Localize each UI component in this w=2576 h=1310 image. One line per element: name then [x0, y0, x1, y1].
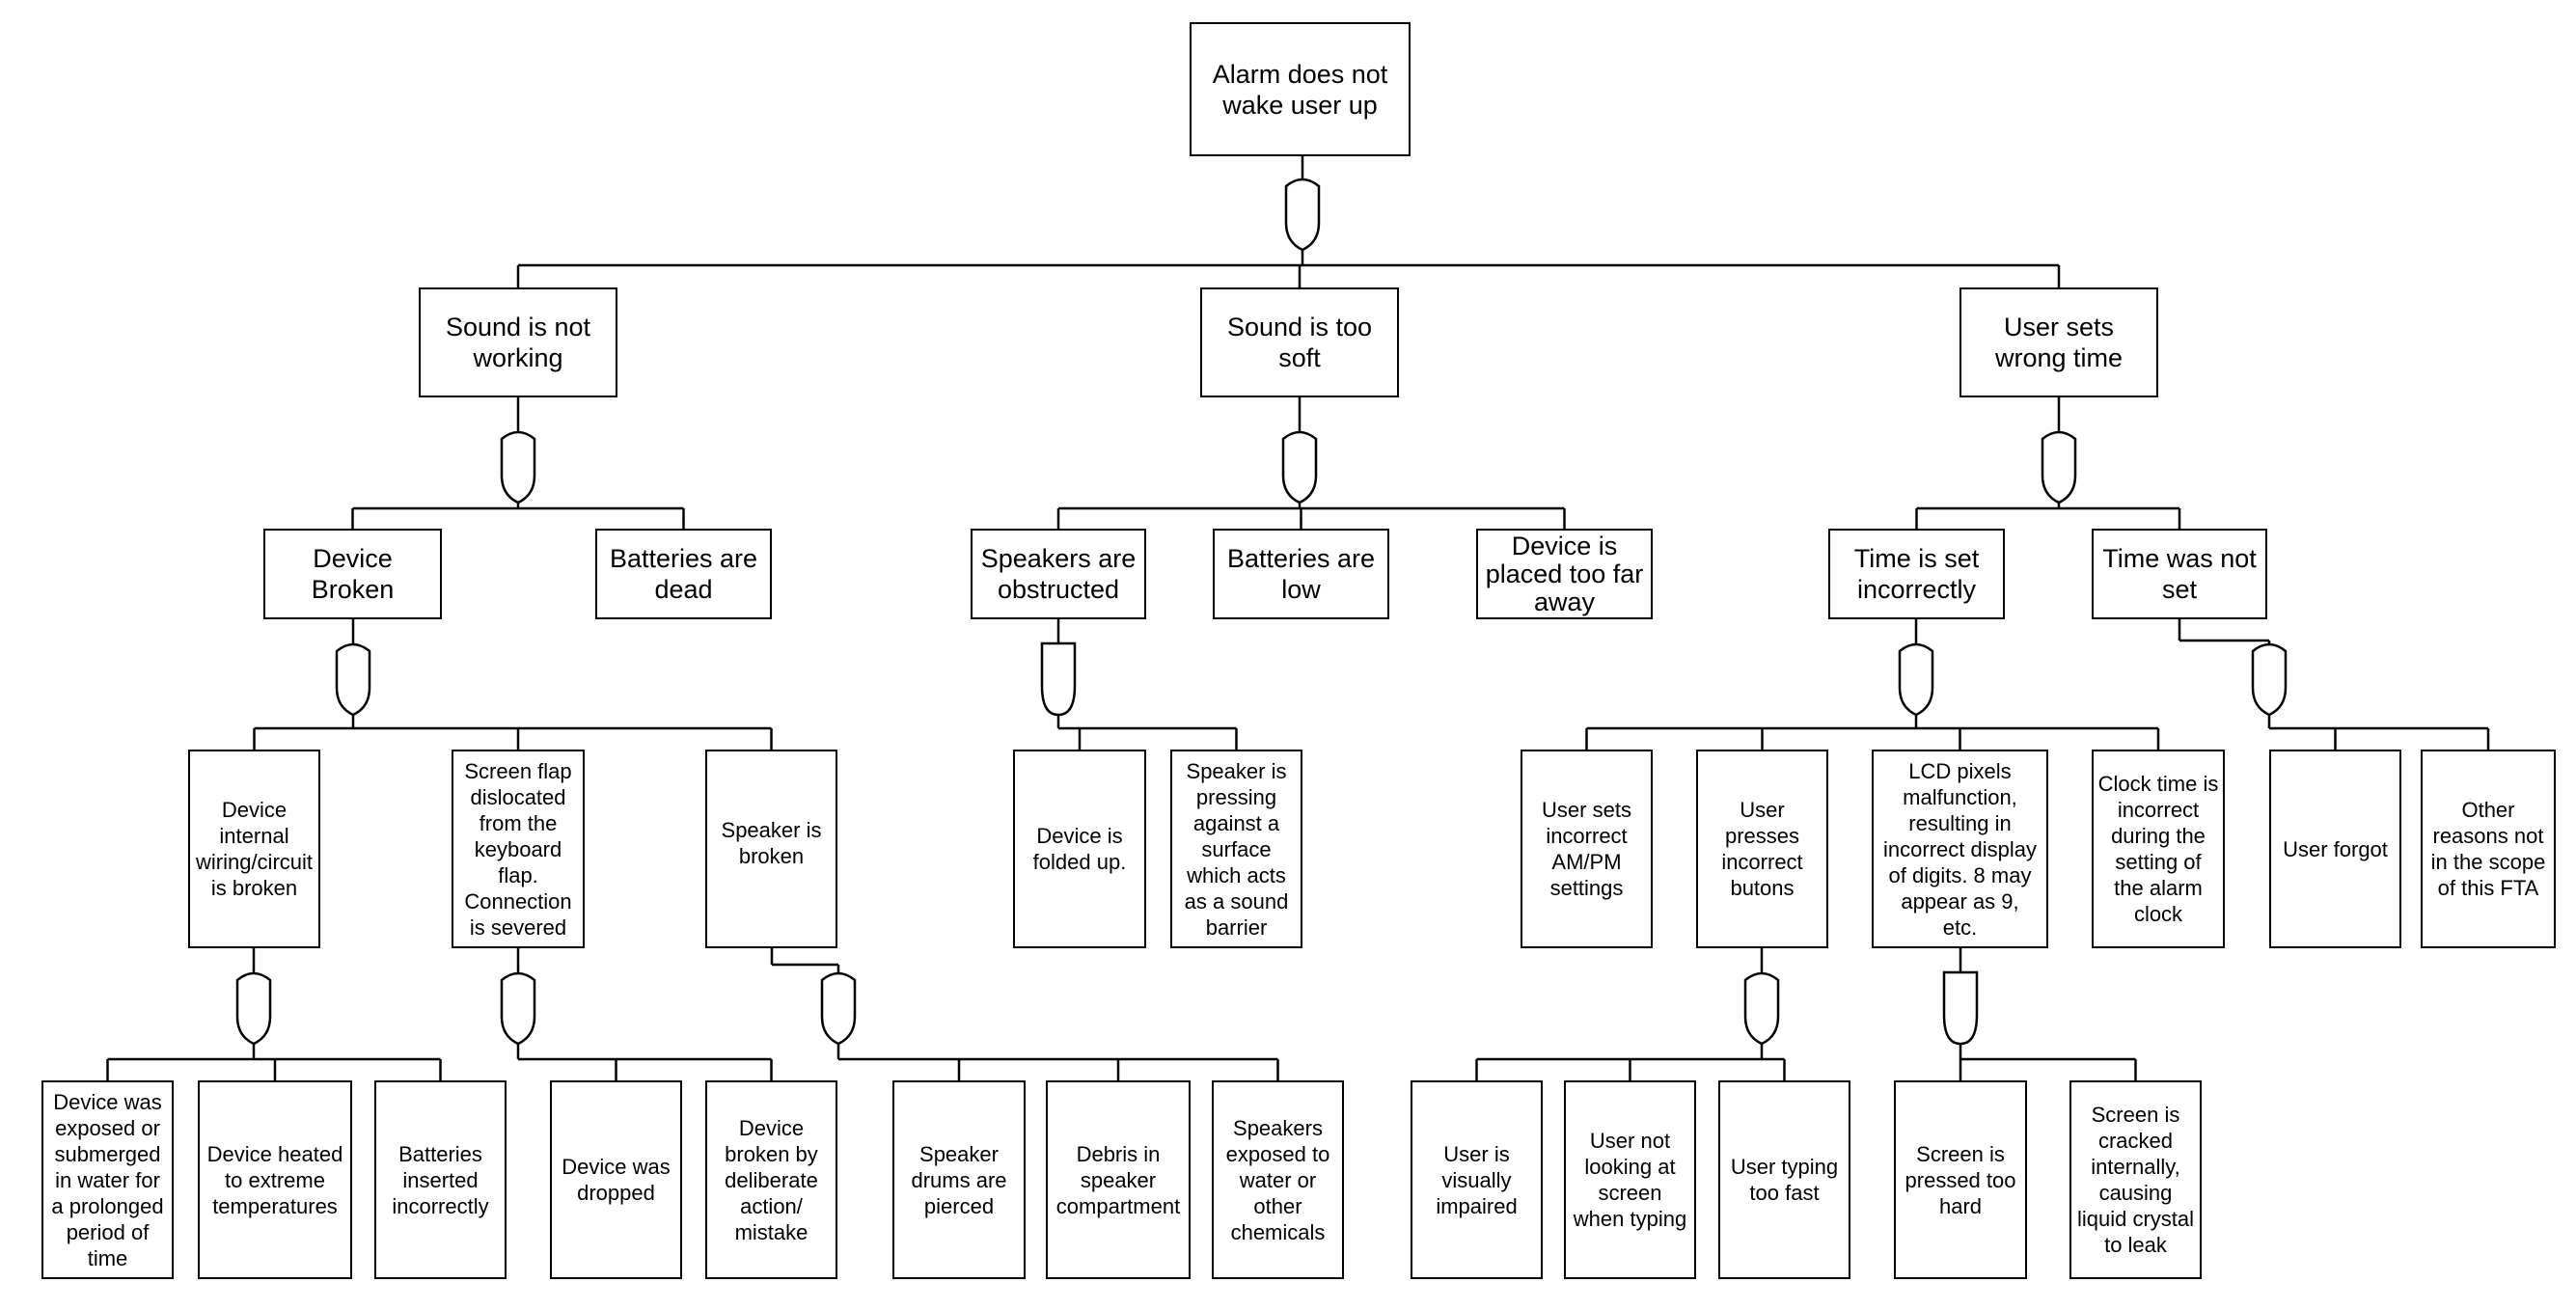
- and-gate-lcd-pixels: [1942, 970, 1979, 1046]
- logic-gates: [235, 177, 2288, 1046]
- event-screen-flap-dislocated: Screen flap dislocated from the keyboard…: [452, 750, 585, 948]
- event-batteries-inserted-incorrectly: Batteries inserted incorrectly: [374, 1080, 507, 1279]
- event-device-exposed-to-water: Device was exposed or submerged in water…: [41, 1080, 174, 1279]
- or-gate-time-not-set: [2251, 642, 2288, 717]
- and-gate-speakers-obstructed: [1040, 641, 1077, 717]
- connector-lines: [106, 156, 2490, 1080]
- event-user-sets-wrong-time: User sets wrong time: [1959, 287, 2158, 397]
- event-screen-cracked: Screen is cracked internally, causing li…: [2069, 1080, 2202, 1279]
- event-device-dropped: Device was dropped: [550, 1080, 682, 1279]
- event-speaker-pressing-surface: Speaker is pressing against a surface wh…: [1170, 750, 1302, 948]
- event-sound-not-working: Sound is not working: [419, 287, 617, 397]
- event-speakers-exposed-to-water: Speakers exposed to water or other chemi…: [1212, 1080, 1344, 1279]
- event-speaker-drums-pierced: Speaker drums are pierced: [892, 1080, 1026, 1279]
- or-gate-sound-not-working: [500, 430, 536, 505]
- event-debris-in-speaker: Debris in speaker compartment: [1046, 1080, 1191, 1279]
- or-gate-root: [1284, 177, 1321, 252]
- or-gate-device-broken: [335, 642, 371, 717]
- event-time-set-incorrectly: Time is set incorrectly: [1828, 529, 2005, 619]
- or-gate-incorrect-buttons: [1743, 971, 1780, 1046]
- event-batteries-dead: Batteries are dead: [595, 529, 772, 619]
- event-user-typing-fast: User typing too fast: [1718, 1080, 1850, 1279]
- or-gate-speaker-broken: [820, 971, 857, 1046]
- event-alarm-does-not-wake-user: Alarm does not wake user up: [1190, 22, 1411, 156]
- event-device-broken: Device Broken: [263, 529, 442, 619]
- event-clock-time-incorrect: Clock time is incorrect during the setti…: [2092, 750, 2225, 948]
- event-lcd-pixels-malfunction: LCD pixels malfunction, resulting in inc…: [1872, 750, 2048, 948]
- or-gate-user-sets-wrong-time: [2041, 430, 2077, 505]
- event-sound-too-soft: Sound is too soft: [1200, 287, 1399, 397]
- or-gate-screen-flap: [500, 971, 536, 1046]
- event-device-broken-deliberately: Device broken by deliberate action/ mist…: [705, 1080, 837, 1279]
- event-speaker-broken: Speaker is broken: [705, 750, 837, 948]
- event-user-not-looking: User not looking at screen when typing: [1564, 1080, 1696, 1279]
- event-speakers-obstructed: Speakers are obstructed: [971, 529, 1146, 619]
- or-gate-time-set-incorrectly: [1898, 642, 1934, 717]
- event-device-folded-up: Device is folded up.: [1013, 750, 1146, 948]
- event-incorrect-ampm-settings: User sets incorrect AM/PM settings: [1521, 750, 1653, 948]
- or-gate-internal-wiring: [235, 971, 272, 1046]
- event-device-placed-too-far: Device is placed too far away: [1476, 529, 1653, 619]
- event-user-visually-impaired: User is visually impaired: [1411, 1080, 1543, 1279]
- event-user-forgot: User forgot: [2269, 750, 2401, 948]
- event-batteries-low: Batteries are low: [1213, 529, 1389, 619]
- event-screen-pressed-hard: Screen is pressed too hard: [1894, 1080, 2027, 1279]
- event-time-not-set: Time was not set: [2092, 529, 2267, 619]
- event-user-presses-incorrect-buttons: User presses incorrect butons: [1696, 750, 1828, 948]
- event-device-heated: Device heated to extreme temperatures: [198, 1080, 352, 1279]
- event-internal-wiring-broken: Device internal wiring/circuit is broken: [188, 750, 320, 948]
- or-gate-sound-too-soft: [1281, 430, 1318, 505]
- event-other-reasons: Other reasons not in the scope of this F…: [2421, 750, 2556, 948]
